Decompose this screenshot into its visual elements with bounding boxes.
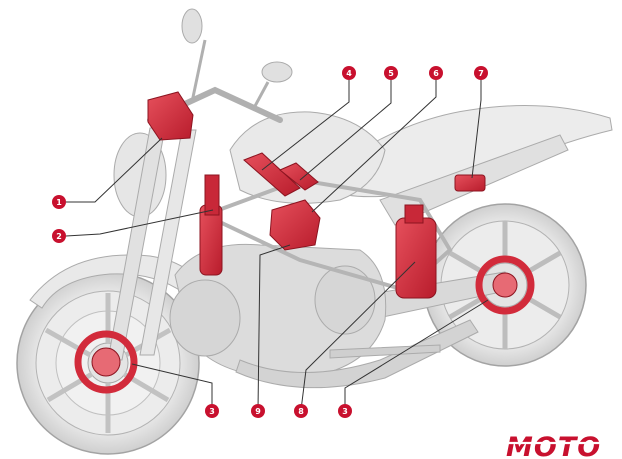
component-7 — [454, 174, 486, 192]
mirror-right-stem — [253, 81, 270, 107]
svg-text:3: 3 — [342, 407, 348, 416]
highlighted-components — [74, 91, 535, 394]
callout-markers: 1 2 3 9 8 3 4 5 — [52, 66, 488, 418]
component-5 — [279, 162, 319, 191]
mirror-right — [261, 61, 293, 83]
svg-text:3: 3 — [209, 407, 215, 416]
svg-text:5: 5 — [388, 69, 394, 78]
callout-9: 9 — [251, 404, 265, 418]
svg-text:8: 8 — [298, 407, 304, 416]
leader-line-4 — [261, 80, 350, 171]
leader-line-2 — [65, 209, 214, 237]
leader-line-8 — [300, 261, 416, 411]
svg-text:9: 9 — [255, 407, 261, 416]
callout-6: 6 — [429, 66, 443, 80]
callout-3-rear: 3 — [338, 404, 352, 418]
component-1 — [147, 91, 194, 141]
component-3-rear-disc — [475, 255, 535, 315]
callout-2: 2 — [52, 229, 66, 243]
callout-7: 7 — [474, 66, 488, 80]
callout-8: 8 — [294, 404, 308, 418]
svg-text:4: 4 — [346, 69, 352, 78]
svg-text:6: 6 — [433, 69, 439, 78]
callout-3-front: 3 — [205, 404, 219, 418]
callout-5: 5 — [384, 66, 398, 80]
component-8 — [395, 204, 437, 299]
component-3-front-disc — [74, 330, 138, 394]
component-4 — [243, 152, 301, 197]
leader-line-5 — [299, 80, 392, 181]
leader-lines — [65, 80, 489, 411]
svg-text:1: 1 — [56, 198, 62, 207]
mirror-left-stem — [190, 39, 207, 103]
engine-cylinder-right — [314, 265, 376, 335]
leader-line-7 — [471, 80, 482, 179]
svg-text:7: 7 — [478, 69, 484, 78]
callout-4: 4 — [342, 66, 356, 80]
leader-line-3 — [131, 363, 213, 410]
component-2 — [199, 174, 223, 276]
engine-cylinder-left — [169, 279, 241, 357]
exhaust-pipe — [235, 319, 479, 389]
svg-text:2: 2 — [56, 232, 62, 241]
component-6-9-unit — [269, 199, 321, 251]
leader-line-6 — [311, 80, 437, 213]
moto-logo: MOTO — [500, 432, 622, 459]
leader-line-9 — [257, 244, 291, 411]
svg-text:MOTO: MOTO — [506, 432, 601, 459]
mirror-left — [181, 8, 203, 44]
footpeg — [329, 344, 441, 359]
leader-line-3b — [344, 299, 489, 410]
leader-line-1 — [66, 137, 163, 203]
callout-1: 1 — [52, 195, 66, 209]
